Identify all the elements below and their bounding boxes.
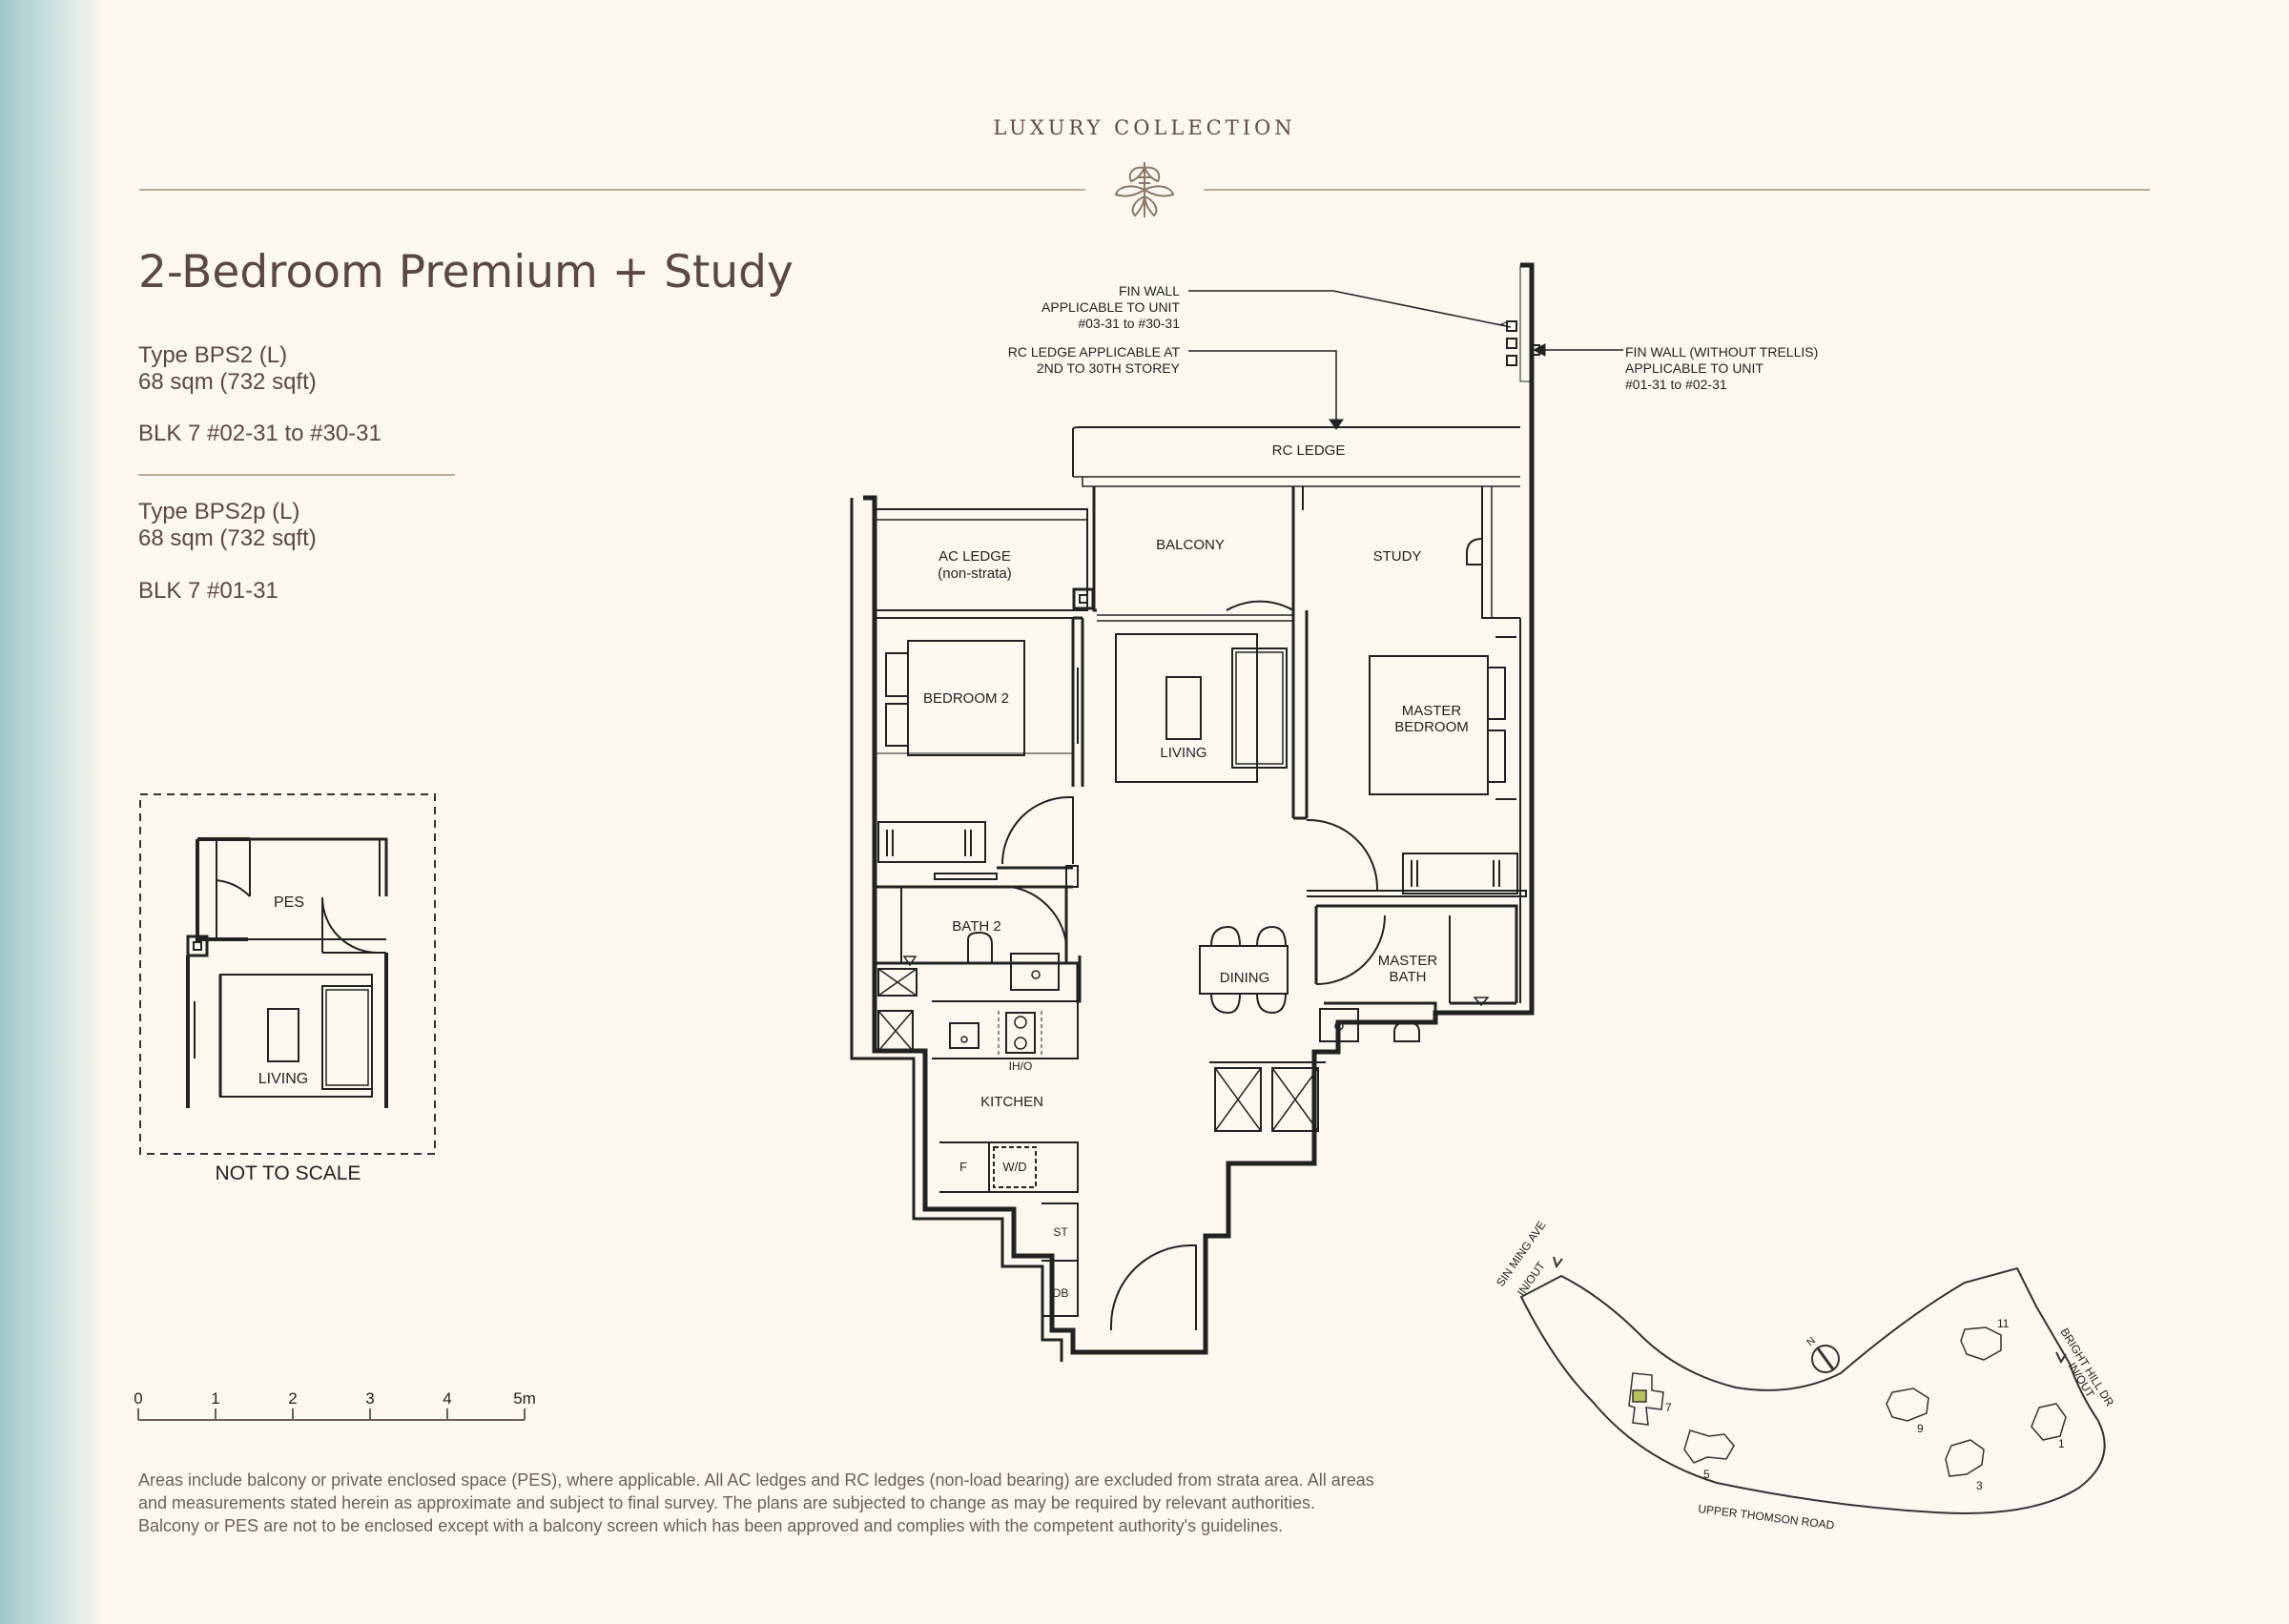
room-bath2: BATH 2 bbox=[952, 918, 1000, 935]
highlighted-block-7 bbox=[1632, 1389, 1647, 1403]
room-ac-ledge-note: (non-strata) bbox=[938, 565, 1012, 582]
brand-logo-icon bbox=[1114, 162, 1175, 217]
site-plan bbox=[1519, 1256, 2106, 1514]
disclaimer-line-2: and measurements stated herein as approx… bbox=[138, 1493, 1316, 1512]
annotation-fin-trellis-line2: APPLICABLE TO UNIT bbox=[1625, 360, 1763, 376]
units-label-1: BLK 7 #02-31 to #30-31 bbox=[138, 421, 382, 446]
units-label-2: BLK 7 #01-31 bbox=[138, 578, 278, 604]
scale-tick-5m: 5m bbox=[513, 1389, 536, 1408]
type-label-1: Type BPS2 (L) bbox=[138, 342, 288, 368]
room-master-bedroom-line1: MASTER bbox=[1402, 703, 1462, 719]
annotation-fin-wall-line2: APPLICABLE TO UNIT bbox=[1041, 299, 1180, 315]
disclaimer-line-1: Areas include balcony or private enclose… bbox=[138, 1470, 1374, 1490]
room-living: LIVING bbox=[1160, 745, 1206, 761]
scale-tick-1: 1 bbox=[211, 1389, 219, 1408]
room-ac-ledge: AC LEDGE bbox=[938, 548, 1011, 565]
spec-divider bbox=[138, 474, 455, 476]
label-ih-o: IH/O bbox=[1009, 1059, 1033, 1073]
annotation-rc-ledge-line1: RC LEDGE APPLICABLE AT bbox=[1008, 344, 1181, 360]
room-bedroom2: BEDROOM 2 bbox=[923, 690, 1009, 707]
block-label-3: 3 bbox=[1976, 1479, 1983, 1492]
label-db: DB bbox=[1053, 1286, 1069, 1300]
inset-room-living: LIVING bbox=[258, 1071, 308, 1087]
block-label-5: 5 bbox=[1703, 1468, 1710, 1481]
block-label-9: 9 bbox=[1917, 1422, 1924, 1435]
scale-tick-4: 4 bbox=[443, 1389, 451, 1408]
scale-tick-3: 3 bbox=[365, 1389, 374, 1408]
room-master-bath-line1: MASTER bbox=[1378, 953, 1438, 969]
annotation-fin-trellis-line1: FIN WALL (WITHOUT TRELLIS) bbox=[1625, 344, 1818, 360]
room-dining: DINING bbox=[1220, 970, 1270, 986]
annotation-rc-ledge-line2: 2ND TO 30TH STOREY bbox=[1037, 360, 1181, 376]
room-master-bedroom-line2: BEDROOM bbox=[1394, 719, 1469, 735]
room-master-bath-line2: BATH bbox=[1390, 969, 1427, 985]
area-label-1: 68 sqm (732 sqft) bbox=[138, 369, 317, 395]
unit-title: 2-Bedroom Premium + Study bbox=[138, 246, 794, 298]
room-balcony: BALCONY bbox=[1156, 537, 1225, 553]
outer-wall bbox=[863, 262, 1535, 1355]
label-fridge: F bbox=[959, 1160, 967, 1174]
annotation-fin-wall-line3: #03-31 to #30-31 bbox=[1078, 316, 1180, 331]
inset-room-pes: PES bbox=[274, 894, 304, 911]
not-to-scale-caption: NOT TO SCALE bbox=[215, 1162, 361, 1184]
area-label-2: 68 sqm (732 sqft) bbox=[138, 525, 317, 551]
type-label-2: Type BPS2p (L) bbox=[138, 499, 300, 524]
block-label-7: 7 bbox=[1665, 1401, 1672, 1414]
label-store: ST bbox=[1053, 1225, 1068, 1239]
inset-pes-plan bbox=[139, 793, 436, 1155]
header-rule-left bbox=[139, 189, 1085, 191]
room-rc-ledge: RC LEDGE bbox=[1272, 442, 1346, 459]
disclaimer-line-3: Balcony or PES are not to be enclosed ex… bbox=[138, 1516, 1284, 1535]
main-floor-plan bbox=[850, 262, 1623, 1362]
scale-bar bbox=[137, 1408, 526, 1421]
north-label: N bbox=[1804, 1335, 1818, 1348]
room-study: STUDY bbox=[1373, 548, 1422, 565]
road-sin-ming: SIN MING AVE bbox=[1494, 1219, 1549, 1289]
brand-name: LUXURY COLLECTION bbox=[993, 116, 1296, 139]
room-kitchen: KITCHEN bbox=[980, 1094, 1043, 1110]
road-upper-thomson: UPPER THOMSON ROAD bbox=[1698, 1502, 1836, 1531]
scale-tick-2: 2 bbox=[288, 1389, 297, 1408]
disclaimer: Areas include balcony or private enclose… bbox=[138, 1469, 1626, 1537]
block-label-1: 1 bbox=[2058, 1437, 2065, 1450]
annotation-fin-wall-line1: FIN WALL bbox=[1119, 283, 1180, 298]
decorative-edge-gradient bbox=[0, 0, 105, 1624]
header-rule-right bbox=[1204, 189, 2150, 191]
scale-tick-0: 0 bbox=[134, 1389, 142, 1408]
block-label-11: 11 bbox=[1997, 1317, 2010, 1330]
label-washer-dryer: W/D bbox=[1002, 1160, 1026, 1174]
annotation-fin-trellis-line3: #01-31 to #02-31 bbox=[1625, 377, 1727, 392]
